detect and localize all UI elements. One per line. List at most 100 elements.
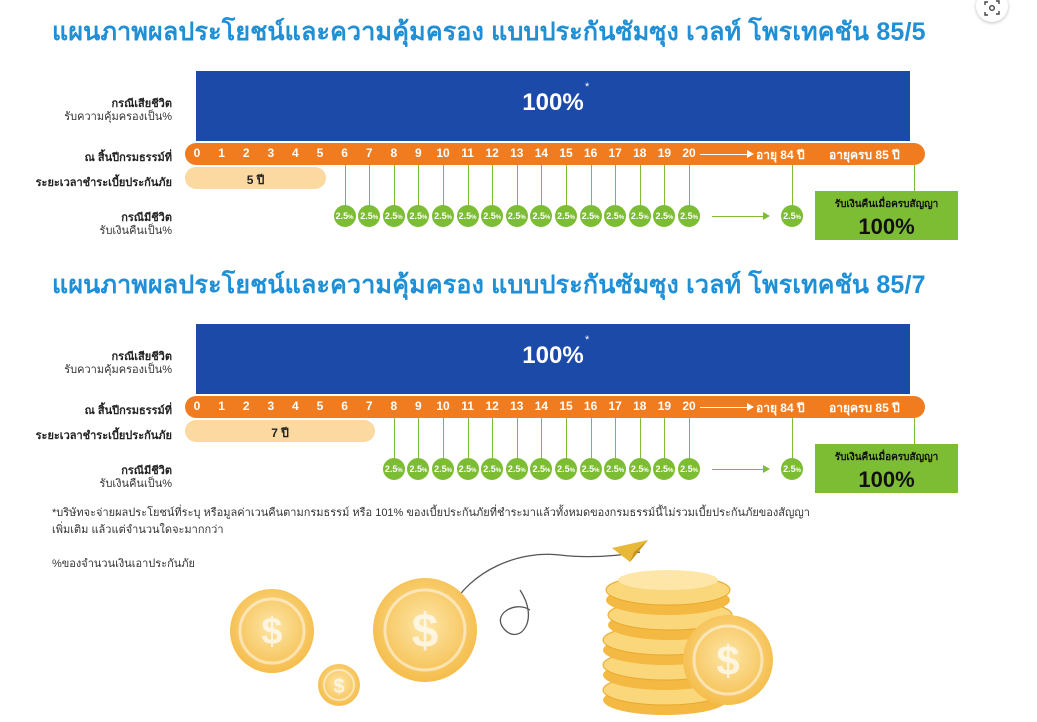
refund-dot: 2.5% — [653, 458, 676, 480]
svg-text:$: $ — [333, 676, 344, 698]
age-84-label: อายุ 84 ปี — [756, 148, 805, 162]
refund-dot: 2.5% — [432, 205, 454, 227]
coverage-percent: 100% — [522, 342, 584, 369]
year-tick: 13 — [510, 146, 524, 160]
year-tick: 12 — [485, 399, 499, 413]
maturity-box: รับเงินคืนเมื่อครบสัญญา 100% — [815, 191, 958, 240]
policy-year-label: ณ สิ้นปีกรมธรรม์ที่ — [84, 405, 172, 417]
year-tick: 8 — [390, 146, 398, 160]
year-tick: 10 — [436, 399, 450, 413]
refund-dot: 2.5% — [505, 205, 528, 227]
paper-plane-icon — [612, 540, 648, 562]
refund-dot: 2.5% — [579, 458, 602, 480]
maturity-stem — [914, 418, 915, 444]
refund-dot: 2.5% — [579, 205, 602, 227]
age-85-label: อายุครบ 85 ปี — [829, 401, 900, 415]
refund-stem — [516, 165, 518, 207]
year-tick: 11 — [461, 146, 474, 160]
year-tick: 1 — [218, 399, 225, 413]
year-tick: 3 — [267, 146, 275, 160]
coverage-bar: 100%* — [196, 71, 910, 141]
maturity-label: รับเงินคืนเมื่อครบสัญญา — [834, 199, 939, 210]
diagram-title: แผนภาพผลประโยชน์และความคุ้มครอง แบบประกั… — [52, 271, 926, 299]
refund-stem — [615, 418, 617, 460]
refund-stem — [664, 418, 666, 460]
refund-stem — [443, 165, 444, 207]
year-tick: 20 — [682, 146, 696, 160]
refund-stem — [418, 165, 420, 207]
maturity-value: 100% — [858, 467, 915, 492]
age-84-label: อายุ 84 ปี — [756, 401, 805, 415]
refund-stem — [639, 418, 641, 460]
refund-stem — [615, 165, 617, 207]
refund-stem — [566, 418, 567, 460]
refund-stem — [689, 418, 690, 460]
living-case-sub: รับเงินคืนเป็น% — [99, 478, 172, 490]
payment-period-label: ระยะเวลาชำระเบี้ยประกันภัย — [35, 177, 172, 189]
refund-stem — [393, 418, 395, 460]
dollar-coin-icon: $ — [230, 589, 314, 673]
refund-arrow — [712, 465, 770, 473]
refund-dot: 2.5% — [653, 205, 676, 227]
death-case-sub: รับความคุ้มครองเป็น% — [64, 364, 172, 376]
refund-stem — [492, 165, 494, 207]
refund-stem — [467, 165, 469, 207]
coverage-percent: 100% — [522, 89, 584, 116]
refund-dot-age-84: 2.5% — [781, 205, 803, 227]
refund-stem — [639, 165, 641, 207]
year-tick: 2 — [242, 146, 250, 160]
death-case-label: กรณีเสียชีวิต — [111, 351, 172, 363]
refund-dot: 2.5% — [481, 205, 504, 227]
refund-dot: 2.5% — [628, 205, 651, 227]
svg-text:$: $ — [716, 637, 739, 684]
maturity-value: 100% — [858, 214, 915, 239]
year-tick: 16 — [583, 399, 598, 413]
refund-stem — [590, 418, 592, 460]
year-tick: 16 — [583, 146, 598, 160]
year-tick: 0 — [193, 399, 201, 413]
scan-icon-button[interactable] — [976, 0, 1008, 22]
year-tick: 1 — [218, 146, 225, 160]
year-tick: 14 — [534, 146, 549, 160]
death-case-label: กรณีเสียชีวิต — [111, 98, 172, 110]
year-tick: 2 — [242, 399, 250, 413]
year-tick: 20 — [682, 399, 696, 413]
refund-dot: 2.5% — [358, 205, 381, 227]
living-case-label: กรณีมีชีวิต — [121, 212, 172, 224]
refund-stem — [418, 418, 420, 460]
year-tick: 9 — [415, 146, 422, 160]
dollar-coin-icon: $ — [683, 615, 773, 705]
year-tick: 7 — [365, 399, 373, 413]
diagram-title: แผนภาพผลประโยชน์และความคุ้มครอง แบบประกั… — [52, 18, 926, 46]
refund-dot: 2.5% — [628, 458, 651, 480]
footnote-line-1: *บริษัทจะจ่ายผลประโยชน์ที่ระบุ หรือมูลค่… — [52, 507, 810, 519]
refund-stem — [689, 165, 690, 207]
timeline-arrow — [700, 150, 754, 158]
refund-stem — [369, 165, 371, 207]
refund-stem — [792, 418, 793, 460]
refund-dot: 2.5% — [678, 205, 700, 227]
refund-stem — [393, 165, 395, 207]
refund-dot: 2.5% — [505, 458, 528, 480]
refund-dot: 2.5% — [604, 205, 627, 227]
year-tick: 11 — [461, 399, 474, 413]
year-tick: 5 — [316, 399, 324, 413]
year-tick: 17 — [608, 146, 622, 160]
refund-dot: 2.5% — [530, 205, 553, 227]
coverage-footnote-mark: * — [585, 334, 590, 346]
svg-text:$: $ — [412, 605, 439, 658]
payment-period-label: ระยะเวลาชำระเบี้ยประกันภัย — [35, 430, 172, 442]
refund-dot: 2.5% — [604, 458, 627, 480]
payment-period-value: 5 ปี — [246, 173, 265, 187]
refund-stem — [590, 165, 592, 207]
svg-text:$: $ — [261, 611, 282, 653]
refund-dot: 2.5% — [530, 458, 553, 480]
refund-stem — [443, 418, 444, 460]
refund-dot: 2.5% — [432, 458, 454, 480]
year-tick: 18 — [633, 399, 647, 413]
policy-year-label: ณ สิ้นปีกรมธรรม์ที่ — [84, 152, 172, 164]
year-tick: 10 — [436, 146, 450, 160]
year-tick: 3 — [267, 399, 275, 413]
refund-stem — [516, 418, 518, 460]
